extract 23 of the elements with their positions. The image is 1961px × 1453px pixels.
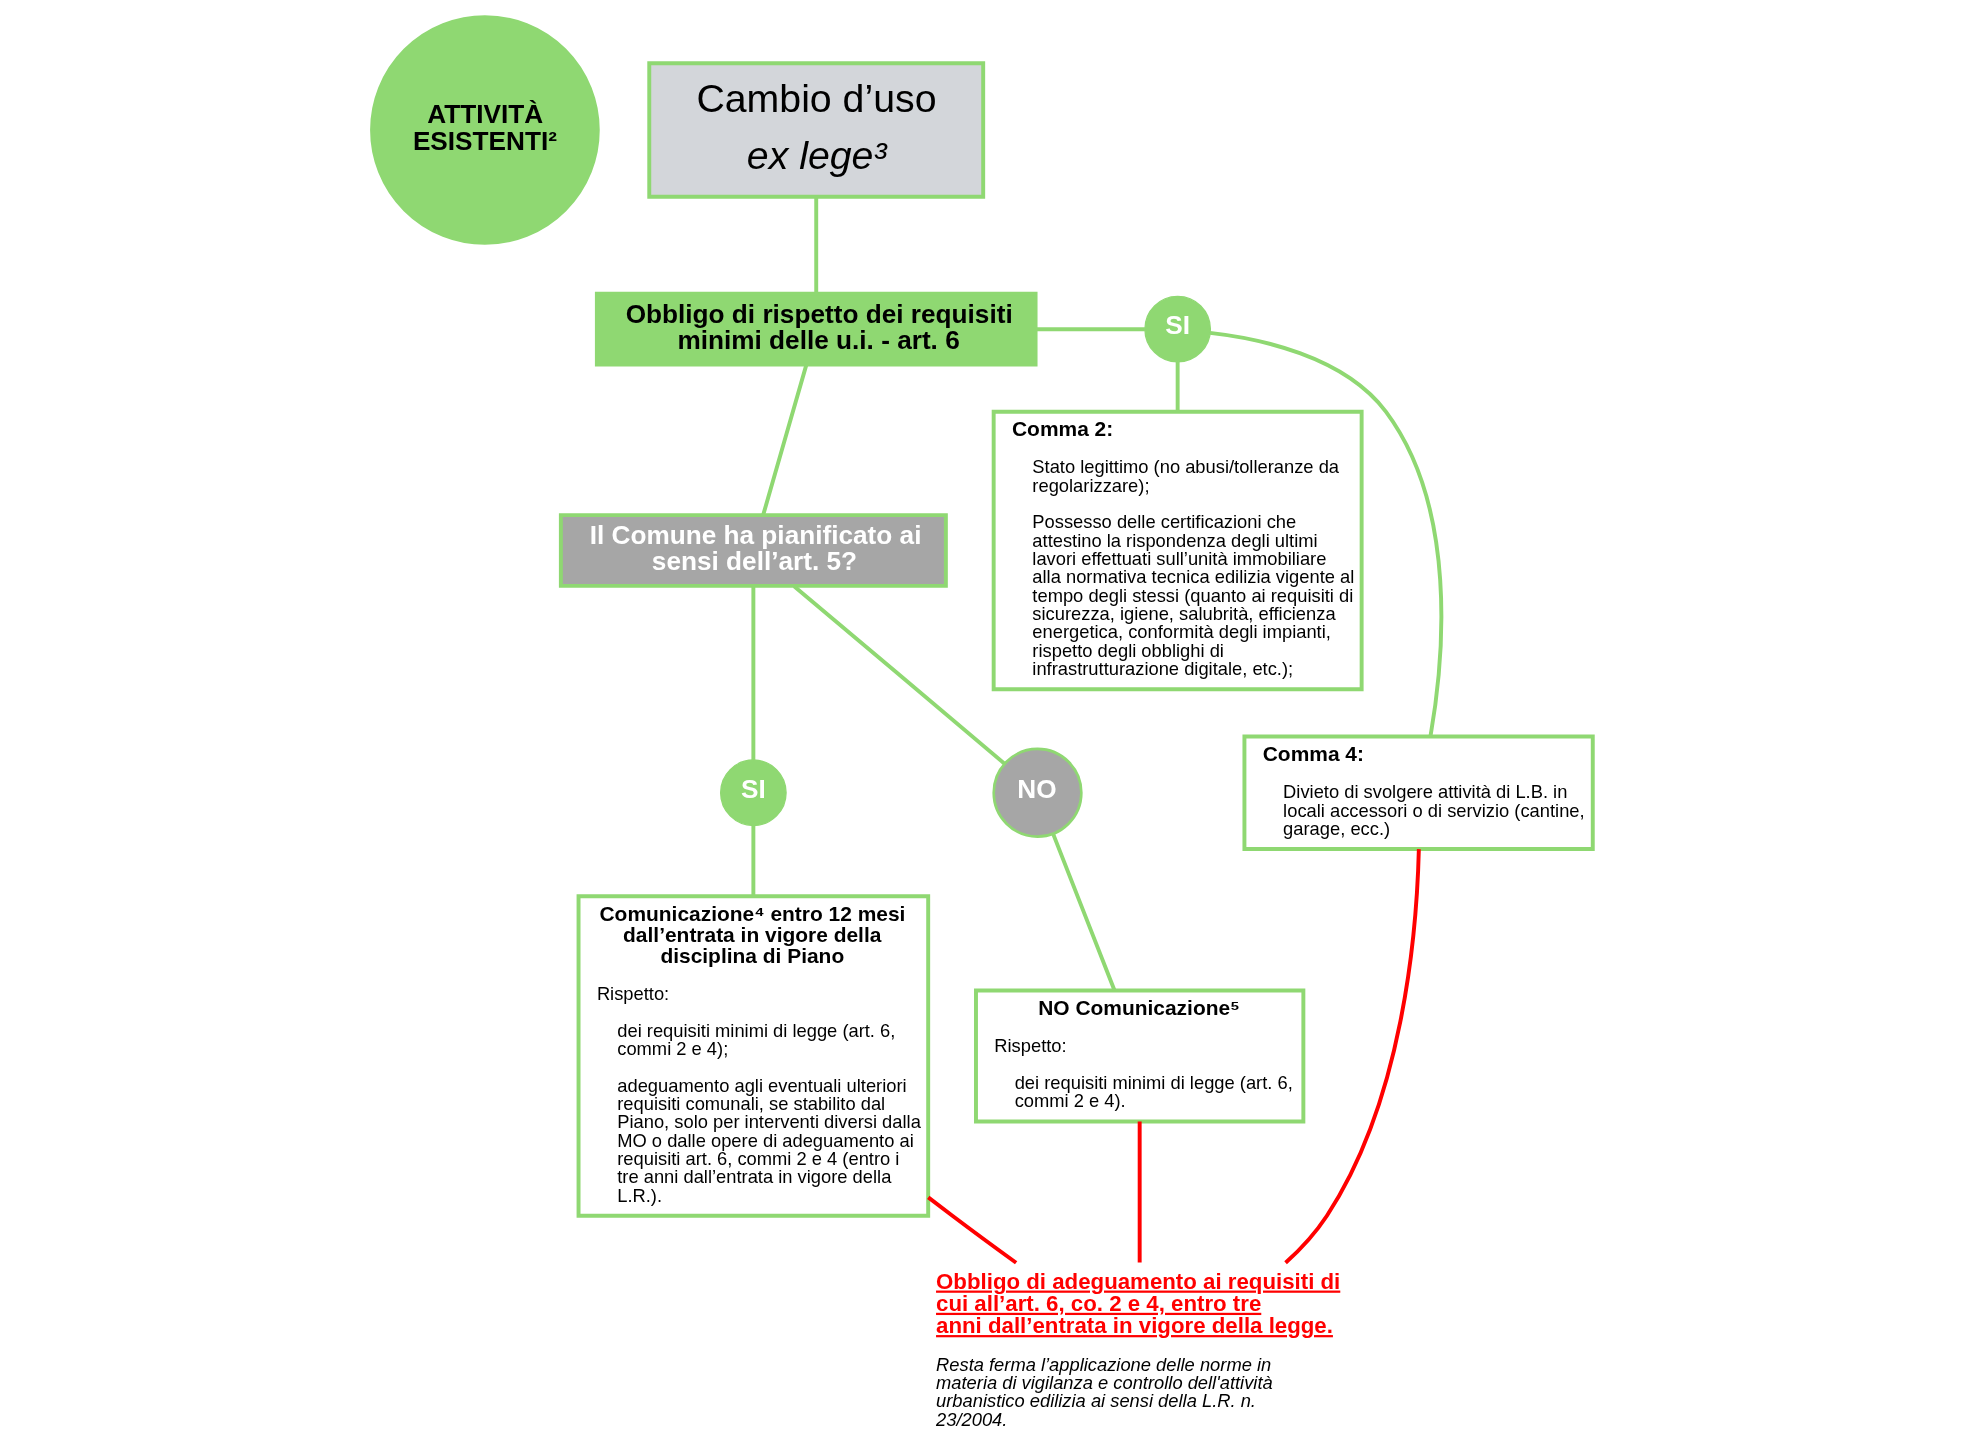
node-box: Cambio d’uso ex lege³: [647, 61, 986, 199]
connector: [814, 197, 819, 294]
connector: [751, 586, 756, 761]
connector: [927, 1195, 1018, 1265]
connector: [761, 364, 809, 516]
connector: [1051, 832, 1117, 992]
connector: [1137, 1121, 1142, 1263]
connector: [1209, 330, 1444, 737]
connector: [751, 825, 756, 896]
node-box: Comma 4: Divieto di svolgere attività di L.B. in locali accessori o di servizio (cantine, garage, ecc.): [1242, 734, 1595, 852]
node-text: Obbligo di adeguamento ai requisiti di cui all’art. 6, co. 2 e 4, entro tre anni dall’entrata in vigore della legge. Resta ferma l’applicazione delle norme in materia di vigilanza e controllo dell'attività urbanistico edilizia ai sensi della L.R. n. 23/2004.: [936, 1268, 1341, 1430]
node-box: Comma 2: Stato legittimo (no abusi/tolleranze da regolarizzare); Possesso delle certificazioni che attestino la rispondenza degli ultimi lavori effettuati sull’unità immobiliare alla normativa tecnica edilizia vigente al tempo degli stessi (quanto ai requisiti di sicurezza, igiene, salubrità, efficienza energetica, conformità degli impianti, rispetto degli obblighi di infrastrutturazione digitale, etc.);: [991, 409, 1364, 692]
connector: [1175, 361, 1180, 412]
node-box: Obbligo di rispetto dei requisiti minimi delle u.i. - art. 6: [594, 291, 1038, 367]
connector: [1035, 327, 1145, 332]
node-circle: NO: [992, 747, 1083, 838]
node-box: Comunicazione⁴ entro 12 mesi dall’entrata in vigore della disciplina di Piano Rispetto: dei requisiti minimi di legge (art. 6, commi 2 e 4); adeguamento agli eventuali ulteriori requisiti comunali, se stabilito dal Piano, solo per interventi diversi dalla MO o dalle opere di adeguamento ai requisiti art. 6, commi 2 e 4 (entro i tre anni dall’entrata in vigore della L.R.).: [576, 894, 931, 1218]
connector: [792, 584, 1007, 766]
connector: [1284, 849, 1421, 1265]
node-box: NO Comunicazione⁵ Rispetto: dei requisiti minimi di legge (art. 6, commi 2 e 4).: [974, 988, 1306, 1124]
node-circle: SI: [1144, 295, 1212, 363]
node-circle: SI: [719, 759, 787, 827]
node-box: Il Comune ha pianificato ai sensi dell’art. 5?: [558, 513, 948, 588]
